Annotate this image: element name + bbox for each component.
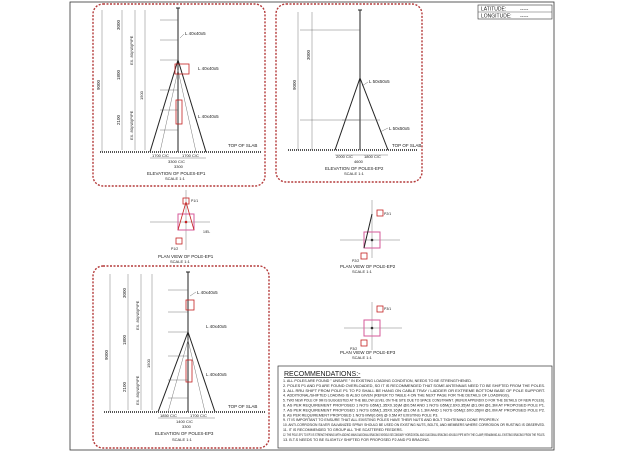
member-label-ep2-a: L 50x50x5: [369, 79, 390, 84]
recommendation-item: 1. ALL POLES ARE FOUND " UNSAFE " IN EXI…: [283, 379, 472, 383]
plan-ep3-p-top: P3/1: [384, 307, 391, 311]
recommendation-item: 12. THE POLE-EP1 TO EP3 IS STRENGTHENING…: [283, 433, 545, 437]
dim-low-ep3: 2100: [122, 381, 127, 392]
hdim-ep1-a: 1700 C/C: [152, 153, 169, 158]
plan-ep1-p-bottom: P1/2: [171, 247, 178, 251]
hdim-ep1-d: 3300: [174, 164, 184, 169]
recommendation-item: 5. TWO NEW POLE OF 9M IS SUGGESTED AT TH…: [283, 399, 545, 403]
plan-view-ep1: P1/1 P1/2 1/EL PLAN VIEW OF POLE-EP1 SCA…: [150, 190, 214, 264]
leg-right-ep3: [187, 331, 216, 413]
recommendations-heading: RECOMMENDATIONS:-: [284, 371, 361, 378]
plan-view-ep3: P3/1 P3/2 PLAN VIEW OF POLE-EP3 SCALE 1:…: [340, 302, 402, 360]
scale-plan-ep3: SCALE 1:1: [352, 355, 373, 360]
hdim-ep2-b: 1800 C/C: [364, 154, 381, 159]
recommendations-list: 1. ALL POLES ARE FOUND " UNSAFE " IN EXI…: [283, 379, 545, 442]
dim-height-ep2: 9000: [292, 79, 297, 90]
scale-plan-ep1: SCALE 1:1: [170, 259, 191, 264]
dim-low-ep1: 2100: [116, 114, 121, 125]
revision-cloud-ep1: [92, 3, 266, 187]
leg-left-ep1: [149, 59, 179, 153]
scale-plan-ep2: SCALE 1:1: [352, 269, 373, 274]
title-elevation-ep3: ELEVATION OF POLES-EP3: [155, 431, 214, 436]
dim-height-ep3: 9000: [104, 349, 109, 360]
recommendations-box: RECOMMENDATIONS:- 1. ALL POLES ARE FOUND…: [277, 365, 553, 449]
member-label-ep3-c: L 40x40x5: [206, 372, 227, 377]
title-plan-ep2: PLAN VIEW OF POLE-EP2: [340, 264, 396, 269]
plan-view-ep2: P2/1 P2/2 PLAN VIEW OF POLE-EP2 SCALE 1:…: [340, 200, 400, 274]
latitude-value: -----: [520, 7, 529, 13]
plan-ep3-p-bottom: P3/2: [350, 347, 357, 351]
dim-top-ep3: 3000: [122, 287, 127, 298]
scale-elevation-ep1: SCALE 1:1: [165, 176, 186, 181]
hdim-ep3-c: 1400 C/C: [176, 419, 193, 424]
dim-sub-ep3: 1500: [146, 358, 151, 368]
coordinates-block: LATITUDE: ----- LONGITUDE: -----: [477, 4, 553, 20]
title-elevation-ep1: ELEVATION OF POLES-EP1: [147, 171, 206, 176]
member-label-ep3-b: L 40x40x5: [206, 324, 227, 329]
hdim-ep3-a: 1850 C/C: [160, 413, 177, 418]
hdim-ep1-b: 1700 C/C: [182, 153, 199, 158]
scale-elevation-ep3: SCALE 1:1: [172, 437, 193, 442]
recommendation-item: 9. IT IS IMPORTANT TO ENSURE THAT ALL EX…: [283, 418, 500, 422]
recommendation-item: 6. AS PER REQUIREMENT PROPOSED 1 NO'S G5…: [283, 404, 545, 408]
top-of-slab-ep2: TOP OF SLAB: [392, 143, 421, 148]
dim-sub-ep1: 1500: [139, 90, 144, 100]
recommendation-item: 10. ANTI-CORROSION SILVER GALVANIZED SPR…: [283, 423, 545, 427]
elevation-ep3: 9000 3000 1800 2100 EX. 80(NB)PIPE EX. 8…: [92, 265, 270, 449]
elevation-ep1: 9000 3000 1800 2100 EX. 80(NB)PIPE EX. 8…: [92, 3, 266, 187]
member-label-ep1-a: L 40x40x5: [185, 31, 206, 36]
dim-height-ep1: 9000: [96, 79, 101, 90]
recommendation-item: 7. AS PER REQUIREMENT PROPOSED 1 NO'S G5…: [283, 408, 545, 412]
member-label-ep1-b: L 40x40x5: [198, 66, 219, 71]
pipe-label-ep3-a: EX. 80(NB)PIPE: [135, 300, 140, 330]
member-label-ep3-a: L 40x40x5: [197, 290, 218, 295]
pipe-label-ep1-a: EX. 80(NB)PIPE: [129, 35, 134, 65]
recommendation-item: 3. ALL RRU SHIFT FROM POLE P1 TO P2 SHAL…: [283, 389, 545, 393]
recommendation-item: 11. IT IS RECOMMENDED TO GROUP ALL THE S…: [283, 428, 403, 432]
plan-ep1-note: 1/EL: [203, 230, 210, 234]
recommendation-item: 13. B.T.S NEEDS TO BE SLIGHTLY SHIFTED F…: [283, 438, 430, 442]
elevation-ep2: 9000 3000 L 50x50x5 L 50x50x5 TOP OF SLA…: [275, 3, 423, 183]
recommendation-item: 8. AS PER REQUIREMENT PROPOSED 1 NO'S MW…: [283, 413, 438, 417]
plan-ep1-p-top: P1/1: [191, 199, 198, 203]
dim-top-ep2: 3000: [306, 49, 311, 60]
pipe-label-ep3-b: EX. 80(NB)PIPE: [135, 375, 140, 405]
member-label-ep2-b: L 50x50x5: [389, 126, 410, 131]
latitude-label: LATITUDE:: [481, 7, 506, 13]
leg-left-ep2: [334, 77, 361, 151]
leg-left-ep3: [157, 331, 189, 413]
dim-mid-ep1: 1800: [116, 69, 121, 80]
scale-elevation-ep2: SCALE 1:1: [344, 171, 365, 176]
hdim-ep1-c: 3300 C/C: [168, 159, 185, 164]
longitude-value: -----: [520, 14, 529, 20]
revision-cloud-ep2: [275, 3, 423, 183]
member-label-ep1-c: L 40x40x5: [198, 114, 219, 119]
hdim-ep2-a: 2000 C/C: [336, 154, 353, 159]
dim-top-ep1: 3000: [116, 19, 121, 30]
leg-right-ep2: [359, 77, 389, 151]
recommendation-item: 4. ADDITIONAL/SHIFTED LOADING IS ALSO GI…: [283, 394, 510, 398]
plan-ep2-p-top: P2/1: [384, 212, 391, 216]
longitude-label: LONGITUDE:: [481, 14, 512, 20]
leg-right-ep1: [177, 59, 207, 153]
title-elevation-ep2: ELEVATION OF POLES-EP2: [325, 166, 384, 171]
dim-mid-ep3: 1800: [122, 334, 127, 345]
title-plan-ep1: PLAN VIEW OF POLE-EP1: [158, 254, 214, 259]
hdim-ep3-d: 3300: [182, 424, 192, 429]
revision-cloud-ep3: [92, 265, 270, 449]
recommendation-item: 2. POLES P1 AND P3 ARE FOUND OVERLOADED,…: [283, 384, 545, 388]
plan-ep2-p-bottom: P2/2: [352, 259, 359, 263]
top-of-slab-ep3: TOP OF SLAB: [228, 404, 257, 409]
hdim-ep2-c: 4600: [354, 159, 364, 164]
sheet-border: [69, 1, 555, 451]
title-plan-ep3: PLAN VIEW OF POLE-EP3: [340, 350, 396, 355]
top-of-slab-ep1: TOP OF SLAB: [228, 143, 257, 148]
hdim-ep3-b: 1700 C/C: [190, 413, 207, 418]
pipe-label-ep1-b: EX. 80(NB)PIPE: [129, 110, 134, 140]
